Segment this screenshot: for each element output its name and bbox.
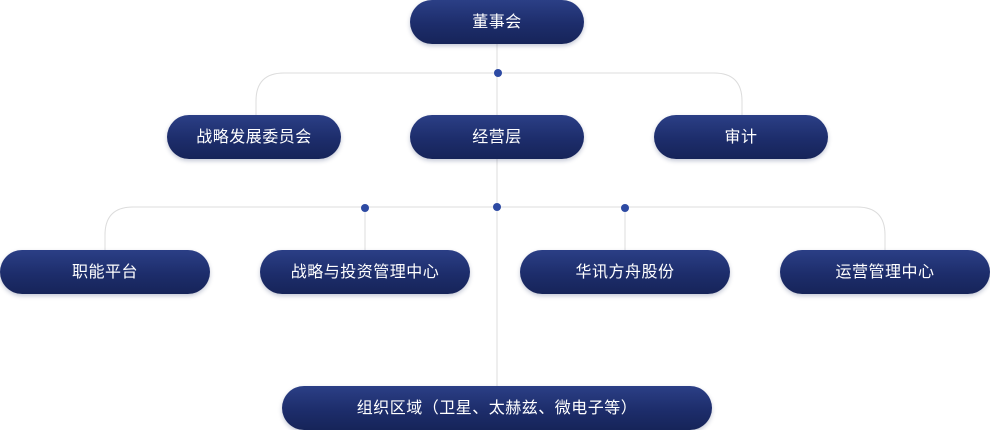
junction-dot-left	[361, 204, 369, 212]
node-huaxun-fangzhou[interactable]: 华讯方舟股份	[520, 250, 730, 294]
node-org-regions[interactable]: 组织区域（卫星、太赫兹、微电子等）	[282, 386, 712, 430]
connector-level2-left	[255, 72, 497, 115]
connector-level2-right	[497, 72, 743, 115]
junction-dot-top	[494, 69, 502, 77]
node-board[interactable]: 董事会	[410, 0, 584, 44]
connector-level3-right	[497, 206, 886, 250]
node-functional-platform[interactable]: 职能平台	[0, 250, 210, 294]
node-management[interactable]: 经营层	[410, 115, 584, 159]
node-strategy-investment-center[interactable]: 战略与投资管理中心	[260, 250, 470, 294]
node-strategy-committee[interactable]: 战略发展委员会	[167, 115, 341, 159]
connector-level3-left	[104, 206, 497, 250]
junction-dot-right	[621, 204, 629, 212]
junction-dot-middle	[493, 203, 501, 211]
node-audit[interactable]: 审计	[654, 115, 828, 159]
node-operations-center[interactable]: 运营管理中心	[780, 250, 990, 294]
